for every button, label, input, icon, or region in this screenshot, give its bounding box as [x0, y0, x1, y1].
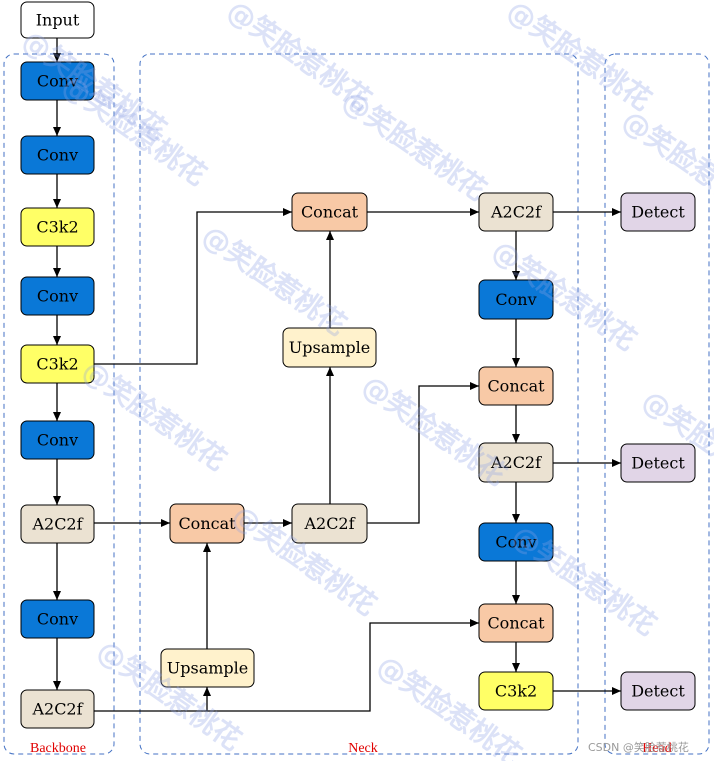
- a2c2f-node: A2C2f: [478, 192, 554, 232]
- conv-node-label: Conv: [37, 287, 78, 306]
- conv-node-label: Conv: [37, 431, 78, 450]
- c3k2-node-label: C3k2: [495, 682, 537, 701]
- upsample-node-label: Upsample: [289, 338, 370, 357]
- a2c2f-node: A2C2f: [291, 503, 368, 544]
- detect-node: Detect: [620, 192, 696, 232]
- concat-node-label: Concat: [301, 203, 359, 222]
- edge: [207, 619, 479, 712]
- concat-node: Concat: [478, 603, 554, 643]
- conv-node-label: Conv: [37, 146, 78, 165]
- a2c2f-node: A2C2f: [20, 689, 95, 729]
- conv-node-label: Conv: [37, 72, 78, 91]
- concat-node: Concat: [291, 192, 368, 232]
- conv-node: Conv: [478, 279, 554, 320]
- c3k2-node-label: C3k2: [36, 218, 78, 237]
- concat-node-label: Concat: [178, 514, 236, 533]
- watermark-layer: @笑脸惹桃花 @笑脸惹桃花 @笑脸惹桃花 @笑脸惹桃花 @笑脸惹桃花 @笑脸惹桃…: [16, 0, 714, 761]
- c3k2-node: C3k2: [20, 207, 95, 247]
- detect-node-label: Detect: [631, 203, 685, 222]
- watermark-text: @笑脸惹桃花: [76, 354, 233, 477]
- conv-node: Conv: [20, 61, 95, 101]
- head-section: Head: [604, 53, 710, 756]
- upsample-node: Upsample: [282, 327, 377, 368]
- a2c2f-node-label: A2C2f: [31, 515, 83, 534]
- watermark-text: @笑脸惹桃花: [196, 219, 353, 342]
- concat-node: Concat: [478, 366, 554, 406]
- credit-text: CSDN @笑脸惹桃花: [588, 740, 689, 754]
- a2c2f-node-label: A2C2f: [490, 203, 542, 222]
- head-nodes: Detect Detect Detect: [620, 192, 696, 711]
- head-label: Head: [642, 741, 672, 756]
- a2c2f-node: A2C2f: [478, 442, 554, 483]
- edge: [367, 382, 479, 524]
- watermark-text: @笑脸惹桃花: [336, 84, 493, 207]
- conv-node-label: Conv: [495, 290, 536, 309]
- input-node-label: Input: [36, 11, 80, 30]
- backbone-nodes: Input Conv Conv C3k2 Conv C3k2 Conv A2C: [20, 1, 95, 729]
- detect-node: Detect: [620, 443, 696, 483]
- upsample-node: Upsample: [160, 648, 255, 688]
- a2c2f-node: A2C2f: [20, 504, 95, 544]
- a2c2f-node-label: A2C2f: [31, 700, 83, 719]
- connections: [53, 38, 621, 712]
- neck-label: Neck: [348, 741, 378, 756]
- c3k2-node: C3k2: [478, 671, 554, 711]
- c3k2-node: C3k2: [20, 344, 95, 384]
- conv-node: Conv: [20, 276, 95, 316]
- neck-section: Neck: [139, 53, 579, 756]
- detect-node: Detect: [620, 671, 696, 711]
- conv-node-label: Conv: [37, 610, 78, 629]
- detect-node-label: Detect: [631, 682, 685, 701]
- concat-node-label: Concat: [487, 377, 545, 396]
- conv-node-label: Conv: [495, 533, 536, 552]
- upsample-node-label: Upsample: [167, 659, 248, 678]
- input-node: Input: [20, 1, 95, 39]
- concat-node-label: Concat: [487, 614, 545, 633]
- watermark-text: @笑脸惹桃花: [501, 0, 658, 117]
- neck-nodes: Upsample Concat A2C2f Upsample Concat A2…: [160, 192, 554, 711]
- conv-node: Conv: [20, 135, 95, 175]
- detect-node-label: Detect: [631, 454, 685, 473]
- a2c2f-node-label: A2C2f: [303, 514, 355, 533]
- c3k2-node-label: C3k2: [36, 355, 78, 374]
- backbone-label: Backbone: [30, 741, 86, 756]
- conv-node: Conv: [478, 522, 554, 562]
- a2c2f-node-label: A2C2f: [490, 453, 542, 472]
- conv-node: Conv: [20, 420, 95, 460]
- edge: [94, 208, 292, 365]
- concat-node: Concat: [169, 503, 245, 544]
- conv-node: Conv: [20, 599, 95, 639]
